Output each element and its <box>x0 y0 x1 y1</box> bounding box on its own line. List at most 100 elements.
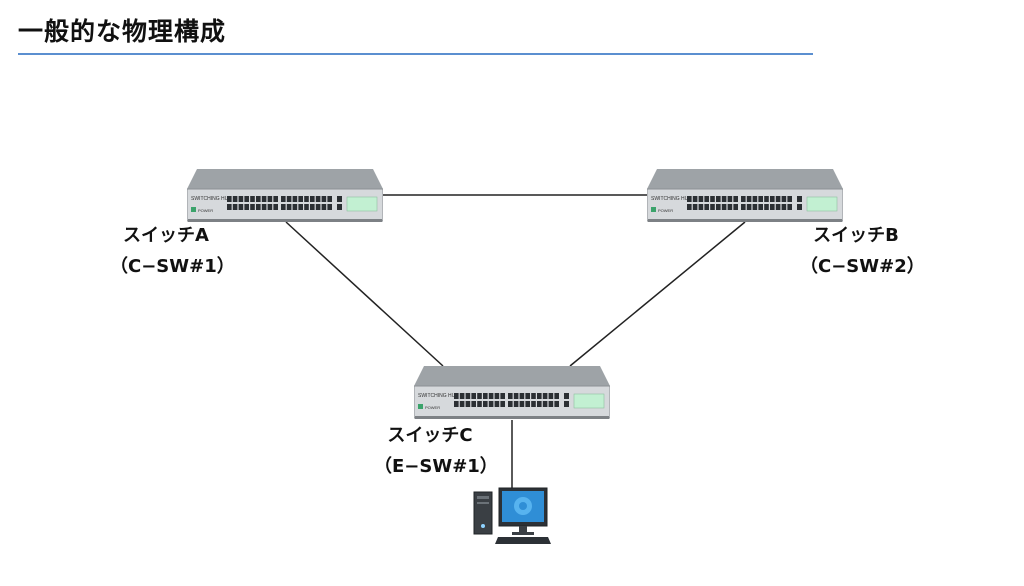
switch-port <box>775 204 781 210</box>
switch-port <box>704 196 709 202</box>
switch-port <box>321 196 327 202</box>
switch-c-panel-label: SWITCHING HUB <box>418 393 459 399</box>
switch-uplink-port <box>564 401 569 407</box>
switch-uplink-port <box>564 393 569 399</box>
switch-port <box>710 204 715 210</box>
switch-port <box>459 401 465 407</box>
switch-port <box>465 393 471 399</box>
switch-port <box>292 204 298 210</box>
switch-c-label: スイッチC （E−SW#1） <box>374 420 498 482</box>
switch-port <box>537 393 542 399</box>
switch-b-power-label: POWER <box>658 208 673 213</box>
switch-port <box>232 204 238 210</box>
switch-port <box>716 196 721 202</box>
switch-port <box>500 393 505 399</box>
switch-port <box>770 196 775 202</box>
switch-port <box>232 196 238 202</box>
switch-port <box>770 204 775 210</box>
switch-uplink-port <box>797 196 802 202</box>
switch-port <box>727 196 733 202</box>
switch-a-name: スイッチA <box>123 225 209 246</box>
switch-port <box>298 204 303 210</box>
switch-port <box>698 204 704 210</box>
switch-port <box>310 204 315 210</box>
switch-port <box>787 196 792 202</box>
switch-port <box>273 204 278 210</box>
switch-port <box>733 196 738 202</box>
switch-port <box>494 401 500 407</box>
switch-port <box>513 393 519 399</box>
switch-port <box>304 196 309 202</box>
switch-port <box>716 204 721 210</box>
switch-port <box>758 196 763 202</box>
switch-port <box>267 196 273 202</box>
switch-port <box>471 401 476 407</box>
switch-port <box>477 393 482 399</box>
switch-port <box>775 196 781 202</box>
switch-port <box>519 401 525 407</box>
switch-b[interactable]: SWITCHING HUB POWER <box>647 167 843 223</box>
switch-port <box>471 393 476 399</box>
switch-port <box>746 196 752 202</box>
switch-port <box>752 204 758 210</box>
switch-port <box>465 401 471 407</box>
switch-port <box>513 401 519 407</box>
switch-port <box>261 204 267 210</box>
switch-c[interactable]: SWITCHING HUB POWER <box>414 364 610 420</box>
switch-port <box>787 204 792 210</box>
switch-port <box>508 401 513 407</box>
switch-port <box>321 204 327 210</box>
switch-port <box>315 204 321 210</box>
switch-port <box>746 204 752 210</box>
page-title: 一般的な物理構成 <box>18 17 227 46</box>
switch-port <box>525 393 530 399</box>
switch-port <box>454 393 459 399</box>
switch-a-label: スイッチA （C−SW#1） <box>110 220 235 282</box>
switch-port <box>710 196 715 202</box>
switch-port <box>687 204 692 210</box>
switch-port <box>781 196 787 202</box>
switch-port <box>698 196 704 202</box>
switch-port <box>488 393 494 399</box>
switch-port <box>238 204 244 210</box>
switch-port <box>459 393 465 399</box>
switch-a[interactable]: SWITCHING HUB POWER <box>187 167 383 223</box>
desktop-computer-icon[interactable] <box>472 486 552 546</box>
switch-port <box>286 204 292 210</box>
switch-port <box>764 204 769 210</box>
switch-port <box>298 196 303 202</box>
switch-port <box>244 196 249 202</box>
switch-port <box>519 393 525 399</box>
switch-port <box>687 196 692 202</box>
switch-port <box>454 401 459 407</box>
switch-port <box>548 393 554 399</box>
switch-port <box>537 401 542 407</box>
switch-port <box>483 401 488 407</box>
switch-uplink-port <box>337 196 342 202</box>
switch-a-power-label: POWER <box>198 208 213 213</box>
switch-port <box>500 401 505 407</box>
switch-port <box>554 393 559 399</box>
switch-port <box>292 196 298 202</box>
switch-port <box>741 204 746 210</box>
switch-port <box>721 196 727 202</box>
switch-port <box>548 401 554 407</box>
switch-port <box>327 196 332 202</box>
switch-b-panel-label: SWITCHING HUB <box>651 196 692 202</box>
switch-port <box>304 204 309 210</box>
switch-port <box>727 204 733 210</box>
switch-port <box>286 196 292 202</box>
switch-b-code: （C−SW#2） <box>800 256 925 277</box>
switch-port <box>281 204 286 210</box>
switch-a-panel-label: SWITCHING HUB <box>191 196 232 202</box>
switch-port <box>542 393 548 399</box>
link-a-c <box>285 221 444 367</box>
switch-port <box>494 393 500 399</box>
switch-port <box>525 401 530 407</box>
link-b-c <box>569 221 746 367</box>
switch-port <box>531 393 536 399</box>
switch-b-label: スイッチB （C−SW#2） <box>800 220 925 282</box>
switch-port <box>250 196 255 202</box>
switch-port <box>733 204 738 210</box>
